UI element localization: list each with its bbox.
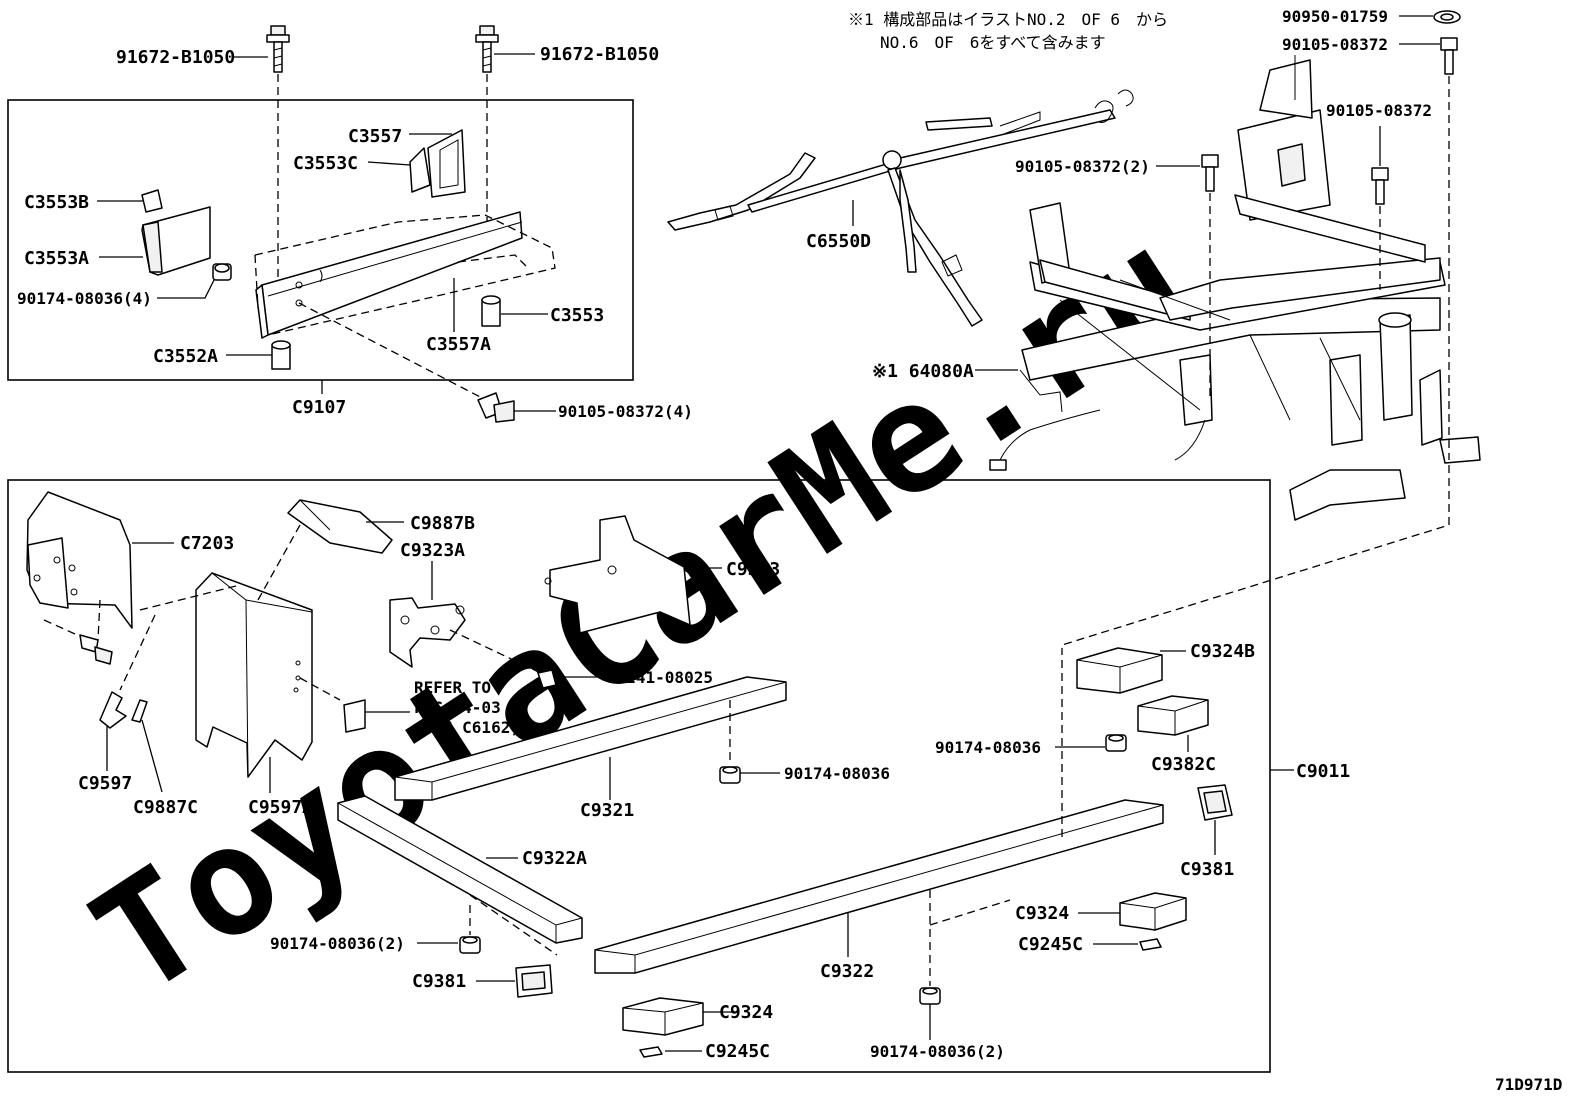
label-c3553b: C3553B xyxy=(24,192,89,213)
figure-code: 71D971D xyxy=(1495,1075,1562,1094)
block-c3553a xyxy=(141,206,211,276)
note-line-2: NO.6 OF 6をすべて含みます xyxy=(880,33,1106,52)
cap-c9381-left xyxy=(515,964,553,998)
shim-c9245c-right xyxy=(1139,938,1162,951)
label-nut-c9321: 90174-08036 xyxy=(784,764,890,783)
label-plug-top: 90950-01759 xyxy=(1282,7,1388,26)
bolt-90105-08372-2 xyxy=(1201,154,1219,192)
label-c9597: C9597 xyxy=(78,773,132,794)
label-c9323: C9323 xyxy=(726,559,780,580)
beam-c9322 xyxy=(594,799,1164,974)
clip-c9597 xyxy=(99,691,127,729)
nut-90174-08036-c9322a xyxy=(459,936,481,954)
label-bolt-tr2: 90105-08372 xyxy=(1326,101,1432,120)
label-c9324-right: C9324 xyxy=(1015,903,1069,924)
label-c9381-right: C9381 xyxy=(1180,859,1234,880)
label-64080a: ※1 64080A xyxy=(872,361,974,382)
label-c9381-left: C9381 xyxy=(412,971,466,992)
beam-c9322a xyxy=(337,795,583,944)
bolt-91672-b1050-mid xyxy=(475,25,499,73)
label-c9597a: C9597A xyxy=(248,797,313,818)
label-c9011: C9011 xyxy=(1296,761,1350,782)
label-c9887c: C9887C xyxy=(133,797,198,818)
label-bolt-tr3: 90105-08372(2) xyxy=(1015,157,1150,176)
label-c9107: C9107 xyxy=(292,397,346,418)
spacer-c9324b xyxy=(1076,647,1163,694)
cover-c9597a xyxy=(195,572,313,778)
label-c9245c-bottom: C9245C xyxy=(705,1041,770,1062)
spacer-c9324-bottom xyxy=(622,997,704,1036)
bracket-c9323 xyxy=(544,515,691,634)
frame-assembly-64080a xyxy=(989,55,1481,521)
note-line-1: ※1 構成部品はイラストNO.2 OF 6 から xyxy=(848,10,1168,29)
label-c3552a: C3552A xyxy=(153,346,218,367)
bracket-c7203 xyxy=(26,491,133,629)
refer-line-1: REFER TO xyxy=(414,678,491,697)
gusset-c3557 xyxy=(427,129,466,198)
collar-c3552a xyxy=(271,340,291,370)
bracket-c9323a xyxy=(389,597,466,668)
label-c3557: C3557 xyxy=(348,126,402,147)
plate-c3553c xyxy=(409,147,431,193)
strap-c6550d xyxy=(667,89,1134,327)
refer-line-3: (PNC C6162) xyxy=(414,718,520,737)
label-clip-mid: 90241-08025 xyxy=(607,668,713,687)
label-bolt-box1: 90105-08372(4) xyxy=(558,402,693,421)
label-c9245c-right: C9245C xyxy=(1018,934,1083,955)
collar-c3553 xyxy=(481,295,501,327)
label-bolt-tr1: 90105-08372 xyxy=(1282,35,1388,54)
bolt-90105-08372-box1 xyxy=(477,392,515,423)
nut-90174-08036-bottom xyxy=(919,987,941,1005)
nut-90174-08036-c9324b xyxy=(1105,734,1127,752)
bolt-91672-b1050-left xyxy=(266,25,290,73)
label-c3553: C3553 xyxy=(550,305,604,326)
clip-90241-08025 xyxy=(537,669,557,689)
label-nut-c9324b: 90174-08036 xyxy=(935,738,1041,757)
bolt-90105-08372-right xyxy=(1371,167,1389,205)
label-c3557a: C3557A xyxy=(426,334,491,355)
label-c9322: C9322 xyxy=(820,961,874,982)
plug-90950-01759 xyxy=(1433,10,1461,24)
label-c9322a: C9322A xyxy=(522,848,587,869)
spacer-c9324-right xyxy=(1119,892,1187,931)
assembly-box-c9107 xyxy=(7,99,634,381)
label-c9321: C9321 xyxy=(580,800,634,821)
label-c9323a: C9323A xyxy=(400,540,465,561)
beam-c9321 xyxy=(394,676,787,801)
label-c6550d: C6550D xyxy=(806,231,871,252)
label-c3553a: C3553A xyxy=(24,248,89,269)
shim-c9245c-bottom xyxy=(639,1046,663,1058)
pad-c9887b xyxy=(287,499,393,554)
pad-c3553b xyxy=(141,189,163,213)
label-c3553c: C3553C xyxy=(293,153,358,174)
assembly-box-c9011 xyxy=(7,479,1271,1073)
pad-c9887c xyxy=(131,699,148,723)
bolt-90105-08372-top-right xyxy=(1440,37,1458,75)
label-bolt-top-left: 91672-B1050 xyxy=(116,47,235,68)
spacer-c9382c xyxy=(1137,695,1209,736)
label-c7203: C7203 xyxy=(180,533,234,554)
label-nut-bottom: 90174-08036(2) xyxy=(870,1042,1005,1061)
label-nut-c9322a: 90174-08036(2) xyxy=(270,934,405,953)
nut-90174-08036-c9321 xyxy=(719,766,741,784)
label-c9382c: C9382C xyxy=(1151,754,1216,775)
label-bolt-top-mid: 91672-B1050 xyxy=(540,44,659,65)
refer-line-2: FIG 74-03 xyxy=(414,698,501,717)
bracket-c3557a xyxy=(255,211,523,339)
bolt-c7203 xyxy=(79,634,113,665)
cap-c9381-right xyxy=(1197,784,1233,821)
nut-90174-08036-box1 xyxy=(212,263,232,281)
label-c9324-bottom: C9324 xyxy=(719,1002,773,1023)
label-plate xyxy=(343,699,366,733)
label-c9887b: C9887B xyxy=(410,513,475,534)
label-c9324b: C9324B xyxy=(1190,641,1255,662)
label-nut-box1: 90174-08036(4) xyxy=(17,289,152,308)
